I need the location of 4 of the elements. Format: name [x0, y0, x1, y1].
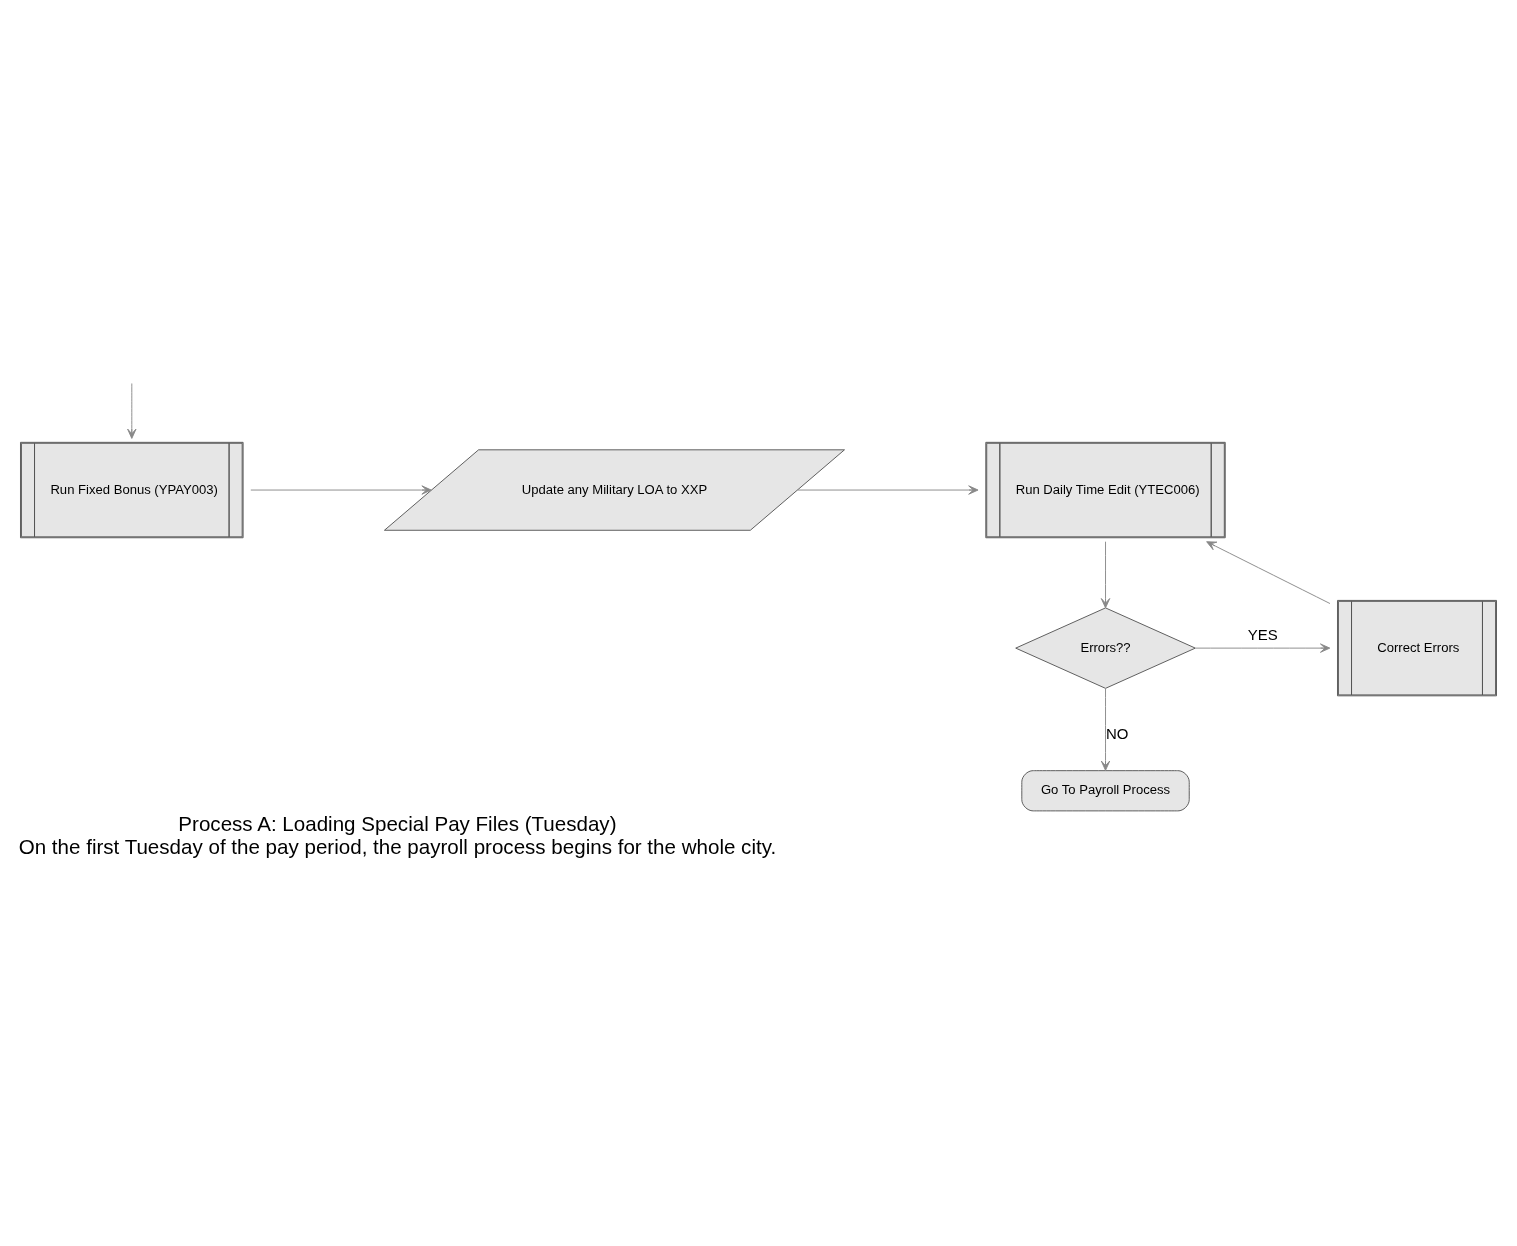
edge-label: YES	[1247, 626, 1278, 644]
edge-label: NO	[1105, 724, 1129, 742]
caption: On the first Tuesday of the pay period, the payroll process begins for the whole city.	[18, 834, 777, 858]
diagram-title: Process A: Loading Special Pay Files (Tuesday)	[178, 812, 617, 836]
